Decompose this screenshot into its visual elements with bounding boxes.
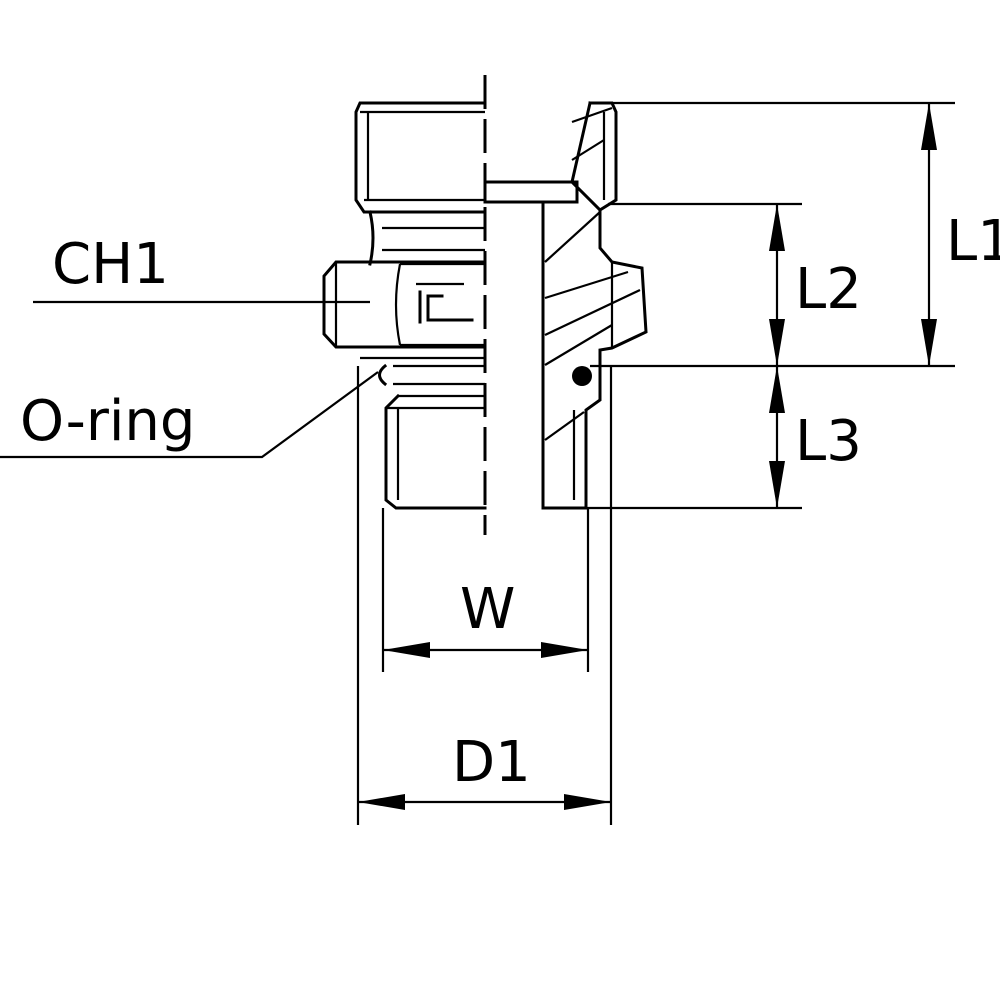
fitting-section-half — [483, 101, 648, 510]
label-oring: O-ring — [20, 389, 195, 454]
label-l3: L3 — [795, 409, 862, 474]
label-d1: D1 — [452, 730, 531, 795]
label-l2: L2 — [795, 257, 862, 322]
dimension-l1 — [921, 103, 937, 366]
label-ch1: CH1 — [52, 232, 169, 297]
o-ring-section — [572, 366, 592, 386]
dimension-l3 — [769, 366, 785, 508]
oring-leader — [0, 371, 379, 459]
label-w: W — [460, 577, 515, 642]
dimension-w — [383, 642, 588, 658]
fitting-exterior-half — [322, 101, 487, 510]
dimension-d1 — [358, 794, 611, 810]
dimension-l2 — [769, 204, 785, 366]
label-l1: L1 — [946, 209, 1000, 274]
